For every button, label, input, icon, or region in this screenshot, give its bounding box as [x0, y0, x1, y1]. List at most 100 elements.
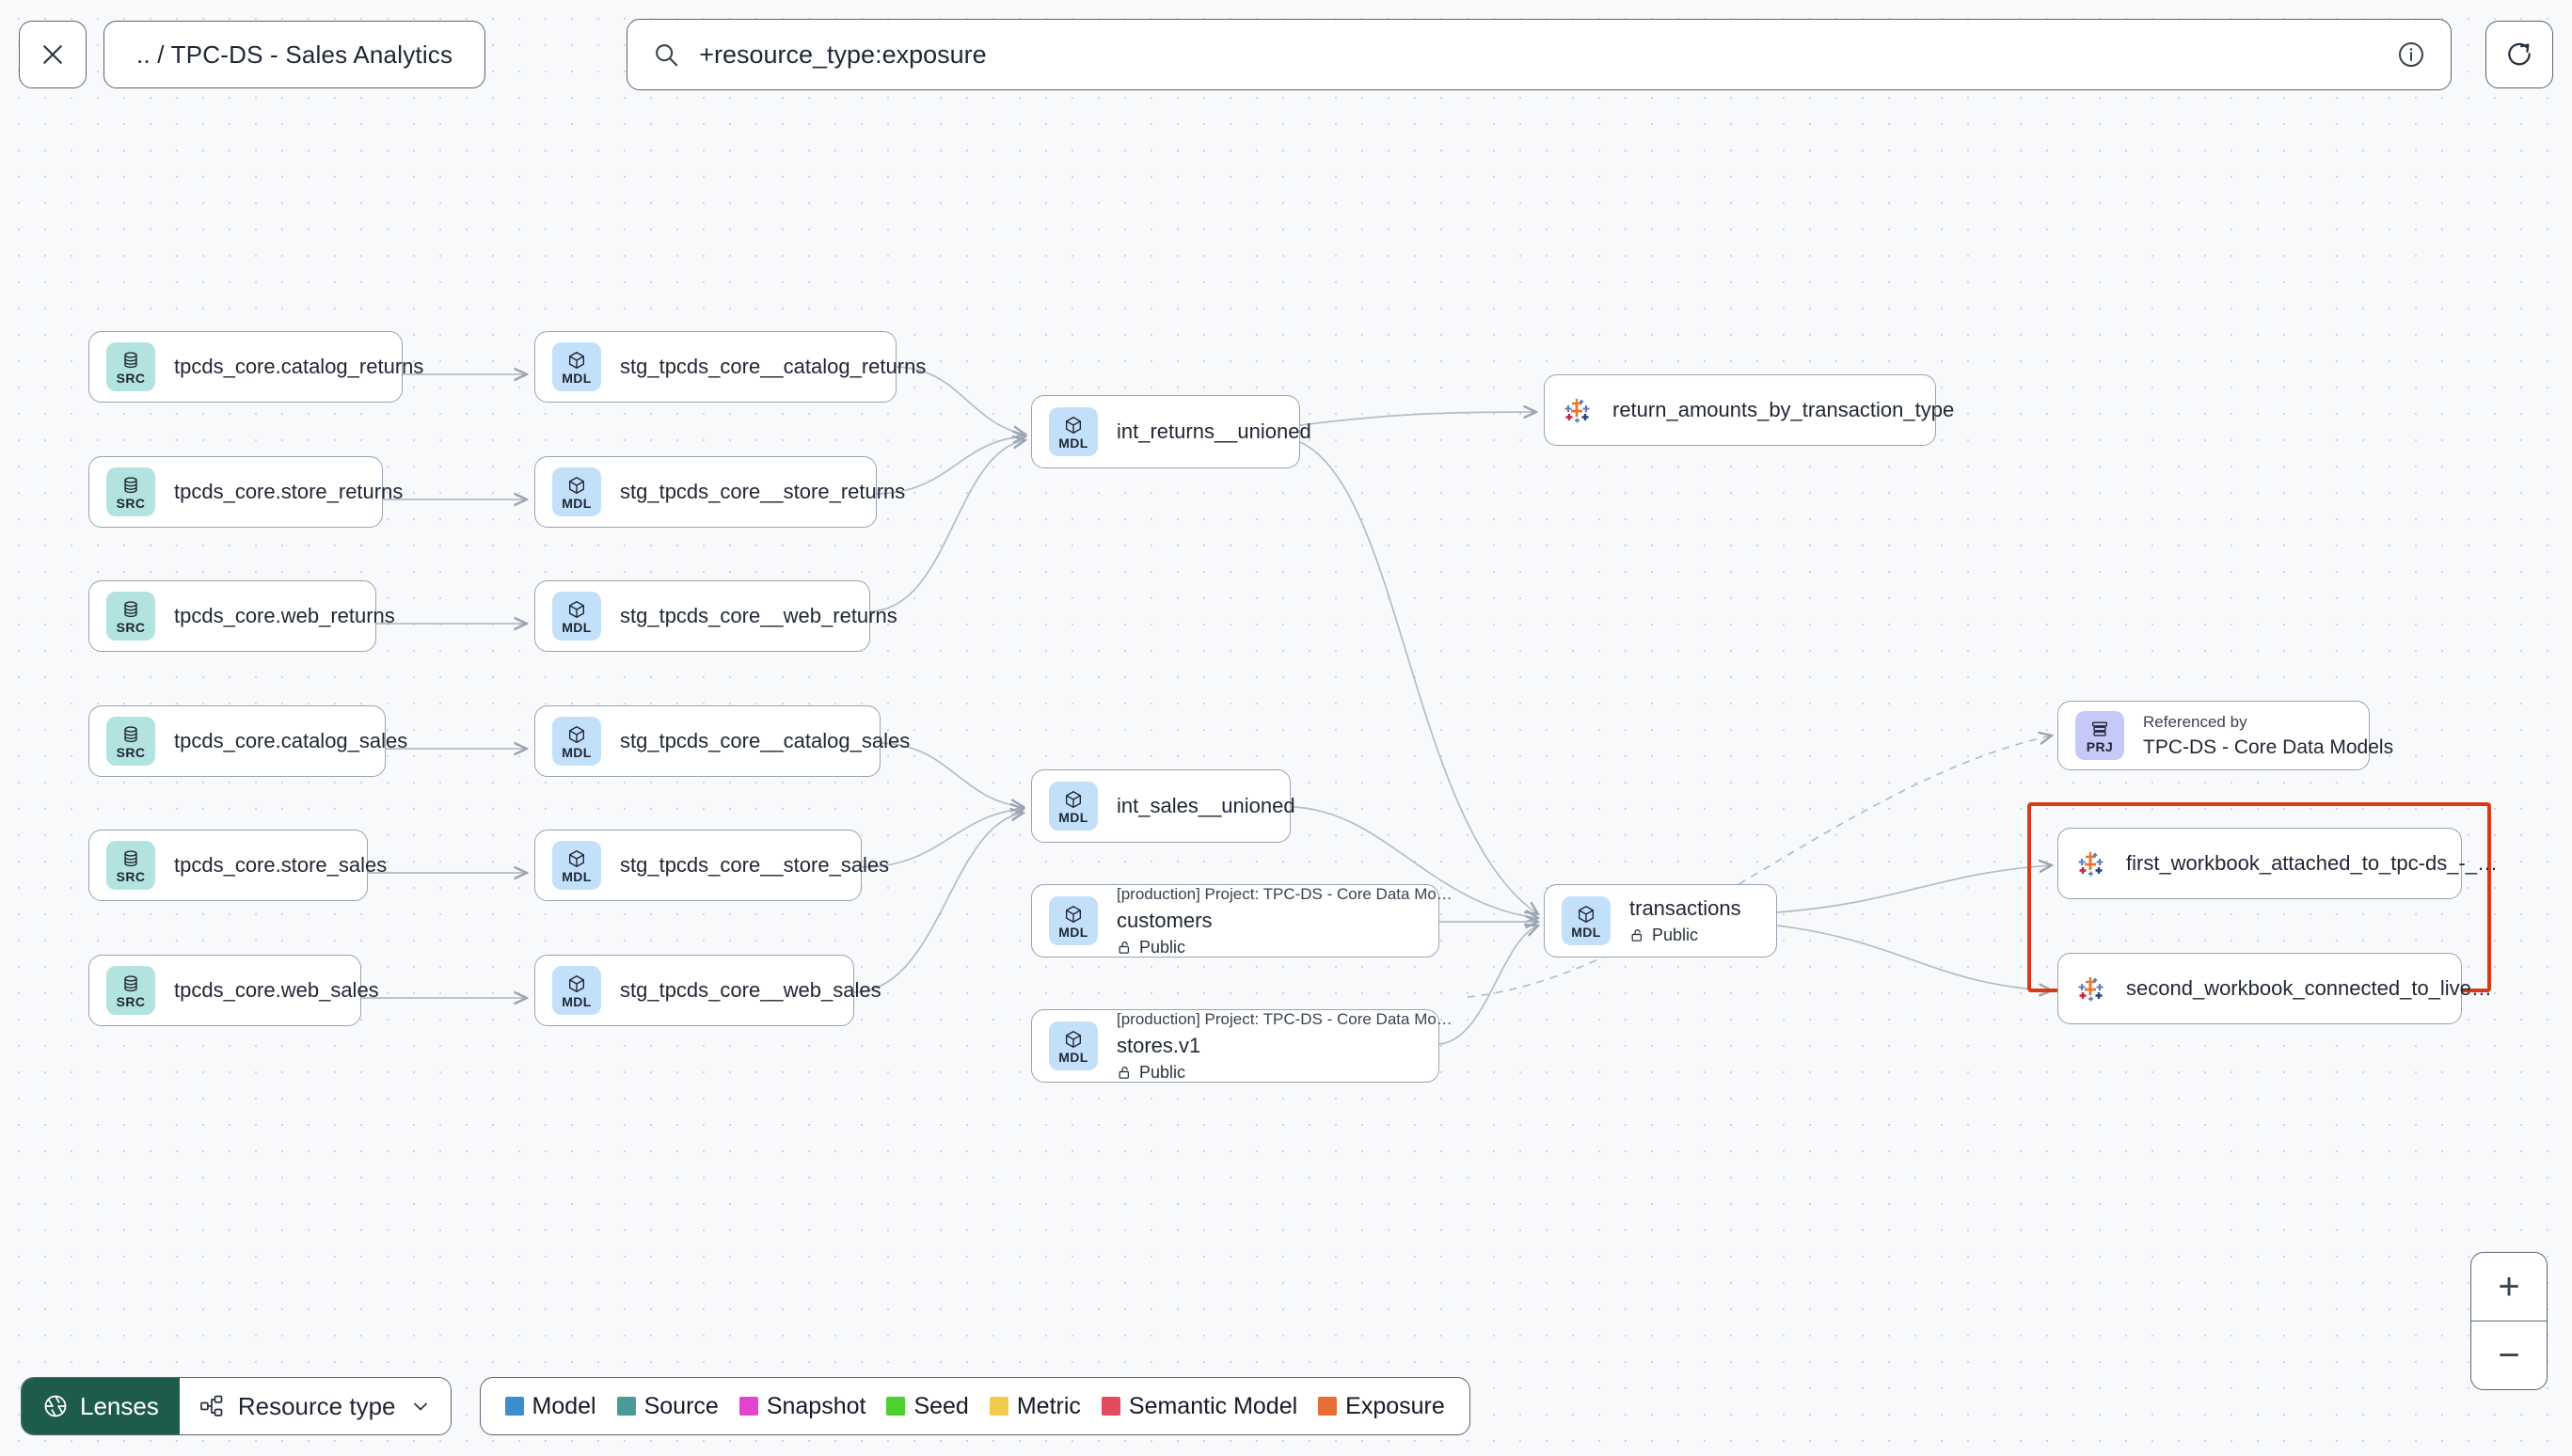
node-tpcds-core-web-returns[interactable]: SRC tpcds_core.web_returns — [88, 580, 395, 652]
badge-text: PRJ — [2086, 738, 2114, 754]
legend-label: Source — [643, 1392, 719, 1419]
node-label: int_returns__unioned — [1117, 419, 1311, 443]
node-text-block: [production] Project: TPC-DS - Core Data… — [1117, 1010, 1453, 1083]
node-label: stg_tpcds_core__web_returns — [620, 604, 897, 627]
badge-text: SRC — [116, 495, 146, 511]
mdl-badge: MDL — [552, 841, 601, 890]
node-label: second_workbook_connected_to_live… — [2126, 976, 2492, 1000]
node-text-block: Referenced by TPC-DS - Core Data Models — [2143, 713, 2393, 759]
lenses-group: Lenses Resource type — [21, 1377, 452, 1435]
mdl-badge: MDL — [1049, 782, 1098, 831]
legend-swatch — [989, 1397, 1008, 1416]
src-badge: SRC — [106, 467, 155, 516]
visibility-meta: Public — [1117, 1063, 1453, 1083]
legend-item-snapshot[interactable]: Snapshot — [738, 1392, 866, 1420]
src-badge: SRC — [106, 717, 155, 766]
node-customers[interactable]: MDL[production] Project: TPC-DS - Core D… — [1031, 884, 1453, 957]
legend-item-exposure[interactable]: Exposure — [1318, 1393, 1445, 1420]
legend-swatch — [504, 1397, 524, 1416]
breadcrumb[interactable]: .. / TPC-DS - Sales Analytics — [103, 21, 486, 88]
badge-text: MDL — [1571, 924, 1601, 940]
badge-text: SRC — [116, 993, 146, 1009]
bottom-toolbar: Lenses Resource type Model Source Snapshot… — [21, 1377, 1470, 1435]
src-badge: SRC — [106, 966, 155, 1015]
node-label: customers — [1117, 908, 1213, 932]
project-path-label: [production] Project: TPC-DS - Core Data… — [1117, 1009, 1453, 1028]
badge-text: MDL — [562, 993, 592, 1009]
visibility-label: Public — [1139, 1062, 1186, 1082]
legend-swatch — [616, 1397, 636, 1416]
mdl-badge: MDL — [1049, 1021, 1098, 1070]
top-toolbar: .. / TPC-DS - Sales Analytics +resource_… — [0, 0, 2572, 109]
legend-label: Semantic Model — [1128, 1392, 1298, 1419]
unlock-icon — [1117, 1065, 1133, 1081]
referenced-by-label: Referenced by — [2143, 712, 2247, 731]
lenses-button[interactable]: Lenses — [22, 1378, 180, 1434]
lenses-label: Lenses — [80, 1391, 159, 1420]
badge-text: SRC — [116, 868, 146, 884]
tableau-icon — [2075, 973, 2107, 1005]
close-button[interactable] — [19, 21, 87, 88]
visibility-label: Public — [1139, 937, 1186, 957]
node-stg-tpcds-core-web-returns[interactable]: MDL stg_tpcds_core__web_returns — [534, 580, 897, 652]
legend-item-semantic-model[interactable]: Semantic Model — [1101, 1392, 1298, 1420]
search-bar[interactable]: +resource_type:exposure — [627, 19, 2452, 90]
node-label: stg_tpcds_core__store_sales — [620, 853, 890, 877]
badge-text: SRC — [116, 619, 146, 635]
badge-text: MDL — [562, 744, 592, 760]
legend-item-source[interactable]: Source — [616, 1392, 719, 1420]
close-icon — [39, 40, 67, 69]
node-stg-tpcds-core-store-sales[interactable]: MDL stg_tpcds_core__store_sales — [534, 830, 889, 901]
info-icon[interactable] — [2396, 40, 2426, 70]
mdl-badge: MDL — [552, 467, 601, 516]
node-label: tpcds_core.web_returns — [174, 604, 395, 627]
legend-item-model[interactable]: Model — [504, 1393, 596, 1420]
node-label: tpcds_core.catalog_sales — [174, 729, 408, 752]
badge-text: MDL — [562, 868, 592, 884]
zoom-out-button[interactable]: − — [2498, 1334, 2520, 1376]
node-transactions[interactable]: MDL transactions Public — [1544, 884, 1777, 957]
src-badge: SRC — [106, 841, 155, 890]
node-first-workbook-attached-to-tpc-ds-[interactable]: first_workbook_attached_to_tpc-ds_-_… — [2057, 828, 2498, 899]
unlock-icon — [1629, 927, 1645, 943]
badge-text: MDL — [562, 370, 592, 386]
prj-badge: PRJ — [2075, 711, 2124, 760]
node-label: tpcds_core.store_returns — [174, 480, 404, 503]
node-stores-v1[interactable]: MDL [production] Project: TPC-DS - Core D… — [1031, 1009, 1453, 1083]
badge-text: SRC — [116, 370, 146, 386]
badge-text: MDL — [562, 619, 592, 635]
node-label: stores.v1 — [1117, 1033, 1201, 1057]
node-label: transactions — [1629, 896, 1741, 920]
badge-text: MDL — [1058, 924, 1088, 940]
legend-swatch — [1101, 1397, 1120, 1416]
search-input[interactable]: +resource_type:exposure — [699, 40, 987, 69]
node-tpcds-core-catalog-sales[interactable]: SRC tpcds_core.catalog_sales — [88, 705, 407, 777]
legend-item-metric[interactable]: Metric — [989, 1393, 1081, 1420]
aperture-icon — [42, 1393, 69, 1419]
node-tpcds-core-store-returns[interactable]: SRC tpcds_core.store_returns — [88, 456, 403, 528]
node-referenced-by-project[interactable]: PRJ Referenced by TPC-DS - Core Data Mod… — [2057, 701, 2393, 770]
search-icon — [652, 40, 680, 69]
resource-type-dropdown[interactable]: Resource type — [179, 1378, 451, 1434]
unlock-icon — [1117, 940, 1133, 956]
legend-swatch — [886, 1397, 906, 1416]
legend-swatch — [1318, 1397, 1338, 1416]
zoom-in-button[interactable]: + — [2498, 1265, 2520, 1307]
legend-label: Exposure — [1345, 1392, 1445, 1419]
node-label: return_amounts_by_transaction_type — [1612, 398, 1955, 421]
legend-label: Snapshot — [766, 1392, 866, 1419]
node-second-workbook-connected-to-live-[interactable]: second_workbook_connected_to_live… — [2057, 953, 2492, 1024]
node-return-amounts-by-transaction-type[interactable]: return_amounts_by_transaction_type — [1544, 374, 1954, 446]
refresh-button[interactable] — [2485, 21, 2553, 88]
legend-item-seed[interactable]: Seed — [886, 1393, 969, 1420]
